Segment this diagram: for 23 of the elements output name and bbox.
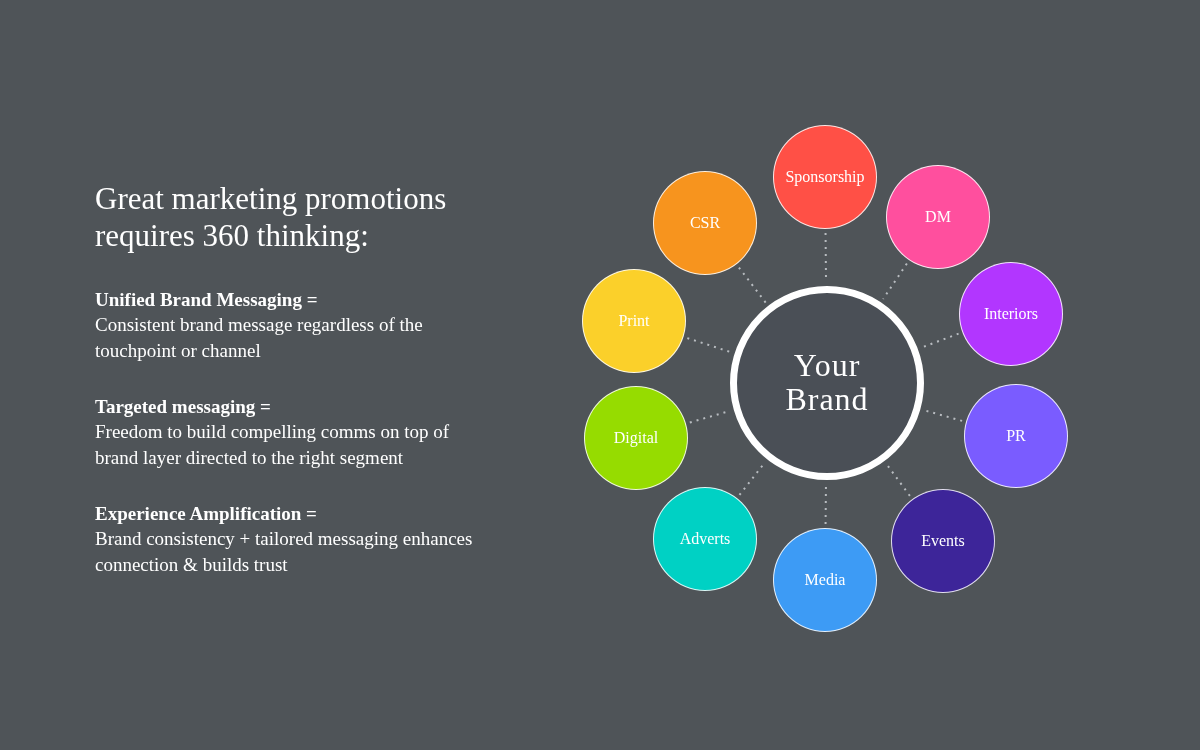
dotted-connector	[686, 337, 732, 354]
node-label: CSR	[689, 214, 721, 232]
node-label: Print	[618, 312, 650, 330]
node-label: PR	[1006, 427, 1026, 445]
node-label: Your Brand	[784, 349, 870, 417]
node-label: DM	[925, 208, 951, 226]
description: Consistent brand message regardless of the touchpoint or channel	[95, 313, 424, 363]
node-label: Interiors	[983, 305, 1039, 323]
subheading: Unified Brand Messaging =	[95, 288, 319, 312]
dotted-connector	[737, 266, 767, 304]
node-label: Adverts	[679, 530, 731, 548]
subheading: Targeted messaging =	[95, 395, 272, 419]
node-label: Sponsorship	[785, 168, 865, 186]
description: Freedom to build compelling comms on top of brand layer directed to the right segment	[95, 420, 451, 470]
description: Brand consistency + tailored messaging enhances connection & builds trust	[95, 527, 474, 577]
dotted-connector	[882, 262, 908, 301]
dotted-connector	[923, 409, 964, 422]
node-label: Events	[921, 532, 965, 550]
dotted-connector	[885, 463, 911, 497]
node-label: Media	[804, 571, 846, 589]
subheading: Experience Amplification =	[95, 502, 318, 526]
node-label: Digital	[613, 429, 659, 447]
heading: Great marketing promotions requires 360 thinking:	[95, 180, 448, 255]
